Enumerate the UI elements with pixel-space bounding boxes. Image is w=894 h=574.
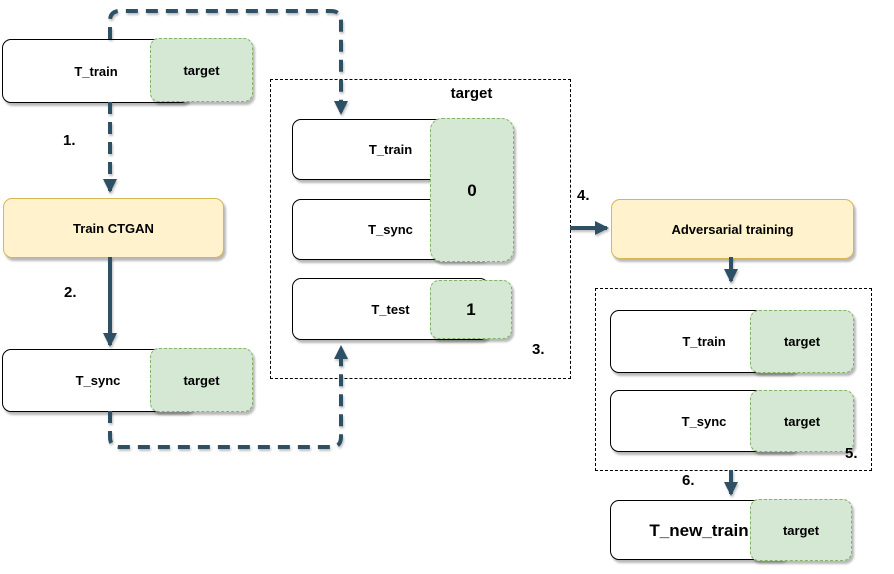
split-row-t-test-label: T_test <box>371 301 410 317</box>
output-target-chip-t-sync: target <box>750 390 854 452</box>
output-target-chip-t-sync-label: target <box>783 413 821 429</box>
step-label-6: 6. <box>682 472 695 489</box>
output-target-chip-t-train: target <box>750 310 854 373</box>
step-label-5: 5. <box>845 445 858 462</box>
target-value-test-text: 1 <box>466 300 476 319</box>
target-chip-t-train-label: target <box>183 62 220 78</box>
step-label-2: 2. <box>64 284 77 301</box>
output-target-chip-t-train-label: target <box>783 334 821 349</box>
output-row-t-train-label: T_train <box>682 334 726 349</box>
split-row-t-sync-label: T_sync <box>368 222 413 237</box>
node-train-ctgan-label: Train CTGAN <box>73 220 154 236</box>
output-row-t-sync-label: T_sync <box>681 413 727 429</box>
target-value-test: 1 <box>430 280 512 339</box>
step-label-3: 3. <box>532 341 545 358</box>
node-train-ctgan: Train CTGAN <box>3 198 224 258</box>
target-value-train-sync: 0 <box>430 118 514 262</box>
node-t-sync-label: T_sync <box>75 373 121 388</box>
target-chip-t-sync-label: target <box>183 372 220 388</box>
step-label-1: 1. <box>63 132 76 149</box>
target-chip-t-new-train-label: target <box>782 522 820 538</box>
split-row-t-train-label: T_train <box>368 142 413 157</box>
node-adversarial-training: Adversarial training <box>611 199 854 259</box>
target-chip-t-train: target <box>150 38 253 102</box>
target-chip-t-sync: target <box>150 348 253 412</box>
node-t-new-train-label: T_new_train <box>649 520 749 540</box>
target-value-train-sync-text: 0 <box>467 180 477 200</box>
node-t-train-label: T_train <box>74 63 118 79</box>
step-label-4: 4. <box>577 187 590 204</box>
target-chip-t-new-train: target <box>750 499 852 561</box>
split-target-title: target <box>450 85 493 102</box>
node-adversarial-training-label: Adversarial training <box>671 221 794 237</box>
